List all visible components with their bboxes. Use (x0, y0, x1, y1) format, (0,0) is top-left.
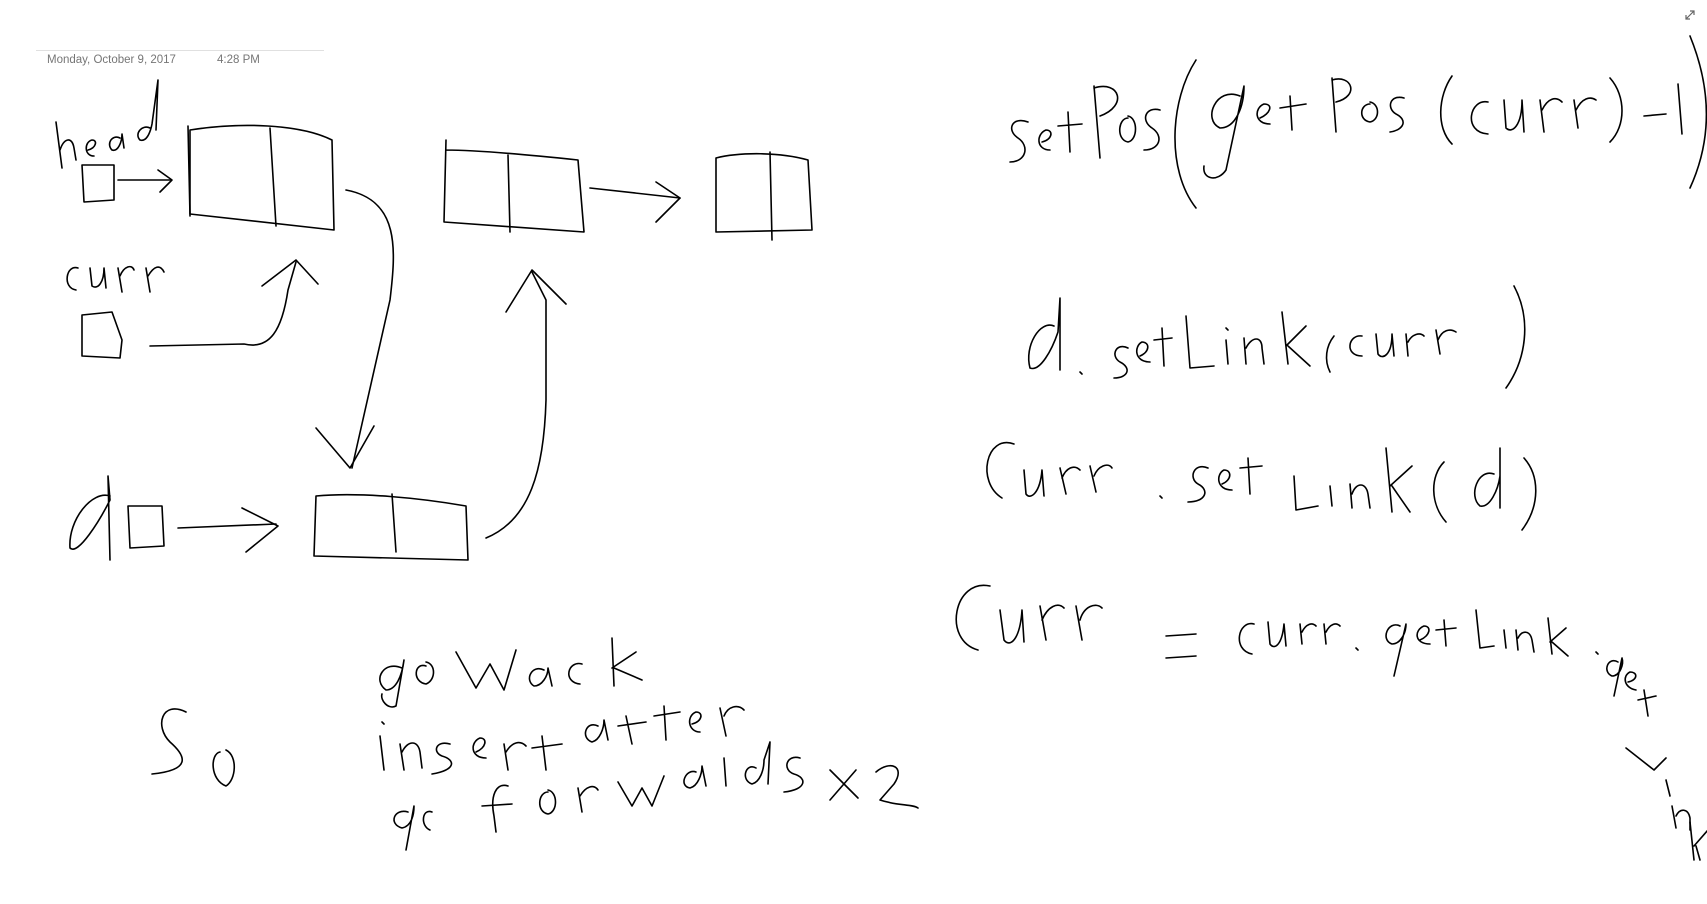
ink-code-line-2 (1027, 285, 1526, 389)
ink-note-go-back (379, 637, 643, 708)
ink-node-2 (443, 139, 585, 233)
ink-d-pointer (127, 505, 279, 553)
ink-curr-pointer (81, 259, 319, 359)
ink-label-d (69, 475, 111, 561)
ink-label-head (55, 79, 159, 169)
page-header: Monday, October 9, 2017 4:28 PM (36, 40, 324, 70)
ink-code-line-4 (955, 584, 1707, 861)
ink-arrow-node2-to-node3 (589, 181, 681, 223)
expand-diagonal-arrow-icon (1685, 10, 1695, 20)
ink-code-line-1 (1009, 35, 1707, 209)
ink-node-1 (187, 124, 335, 231)
ink-note-insert-after (379, 705, 745, 775)
page-date: Monday, October 9, 2017 (47, 54, 176, 66)
ink-node-d (313, 493, 469, 561)
ink-note-go-forwards-x2 (393, 741, 919, 851)
ink-label-curr (66, 265, 165, 293)
header-divider (36, 50, 324, 51)
ink-label-so (151, 708, 236, 787)
ink-code-line-3 (986, 441, 1537, 531)
ink-arrow-node1-to-d (315, 189, 395, 469)
page-time: 4:28 PM (217, 54, 260, 66)
ink-head-pointer (81, 164, 173, 203)
ink-node-3 (715, 151, 813, 241)
ink-arrow-d-to-node2 (485, 269, 567, 539)
expand-button[interactable] (1679, 4, 1701, 26)
